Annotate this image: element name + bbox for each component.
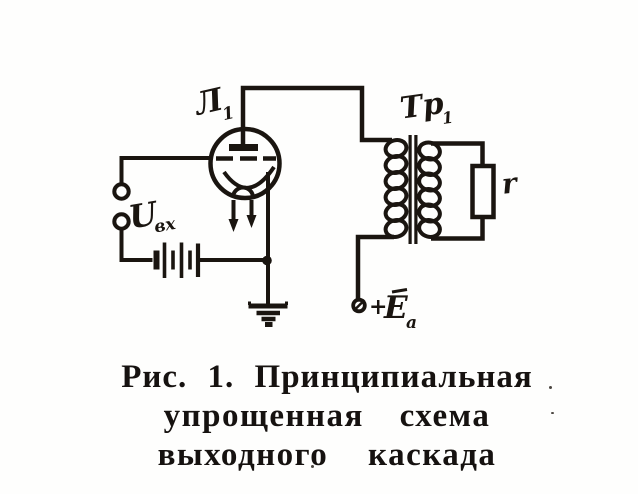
supply-terminal-circle [351, 297, 367, 314]
junction-dot [262, 255, 272, 266]
vacuum-tube [208, 126, 282, 232]
input-terminals [112, 182, 131, 231]
supply-label-plus: + [369, 294, 387, 320]
tube-label: Л 1 [190, 81, 237, 125]
input-label-sub: вх [153, 214, 178, 238]
core-line-left [408, 135, 412, 244]
terminal-slash [352, 299, 366, 312]
transformer-label-sub: 1 [441, 108, 455, 128]
load-label-text: r [500, 166, 520, 201]
supply-label-macron [391, 288, 408, 294]
input-terminal-top [112, 182, 131, 201]
wire-secondary-to-resistor-top [431, 141, 485, 166]
heater-arrow-left-icon [228, 219, 239, 232]
scan-speck [549, 386, 552, 389]
scan-speck [311, 465, 314, 468]
caption-line-3: выходного каскада [157, 437, 497, 473]
transformer-label-base: Тр [398, 86, 446, 127]
caption-line-1: Рис. 1. Принципиальная [121, 359, 533, 395]
caption-line-2: упрощенная схема [163, 398, 491, 434]
load-label: r [500, 166, 520, 201]
figure-caption: Рис. 1. Принципиальная упрощенная схема … [8, 358, 638, 475]
supply-terminal [351, 297, 367, 314]
coil-turn [383, 218, 409, 239]
load-resistor [470, 163, 496, 220]
transformer-primary-winding [383, 138, 409, 239]
core-line-right [414, 135, 418, 244]
wires [119, 85, 485, 304]
supply-label-base: Е [383, 290, 408, 326]
wire-input-to-battery [119, 229, 153, 262]
wire-primary-to-supply [355, 234, 394, 299]
heater-arrow-right-icon [246, 215, 257, 228]
transformer [383, 135, 442, 244]
input-voltage-label: U вх [126, 194, 178, 238]
supply-label: + Е а [369, 288, 417, 333]
transformer-label: Тр 1 [398, 86, 455, 128]
wire-anode-to-primary [240, 85, 392, 147]
circuit-diagram: Л 1 Тр 1 U вх r + Е а [112, 81, 521, 333]
wire-resistor-to-secondary-bottom [431, 217, 485, 241]
tube-label-sub: 1 [220, 103, 236, 125]
transformer-secondary-winding [417, 140, 442, 239]
tube-envelope [208, 126, 282, 201]
battery-symbol [153, 242, 201, 278]
wire-grid-input [119, 156, 211, 184]
supply-label-sub: а [406, 313, 417, 333]
input-terminal-bottom [112, 212, 131, 231]
coil-turn [417, 218, 442, 239]
ground-symbol [248, 301, 288, 327]
heater-arch [231, 185, 255, 198]
scan-speck [551, 412, 554, 414]
